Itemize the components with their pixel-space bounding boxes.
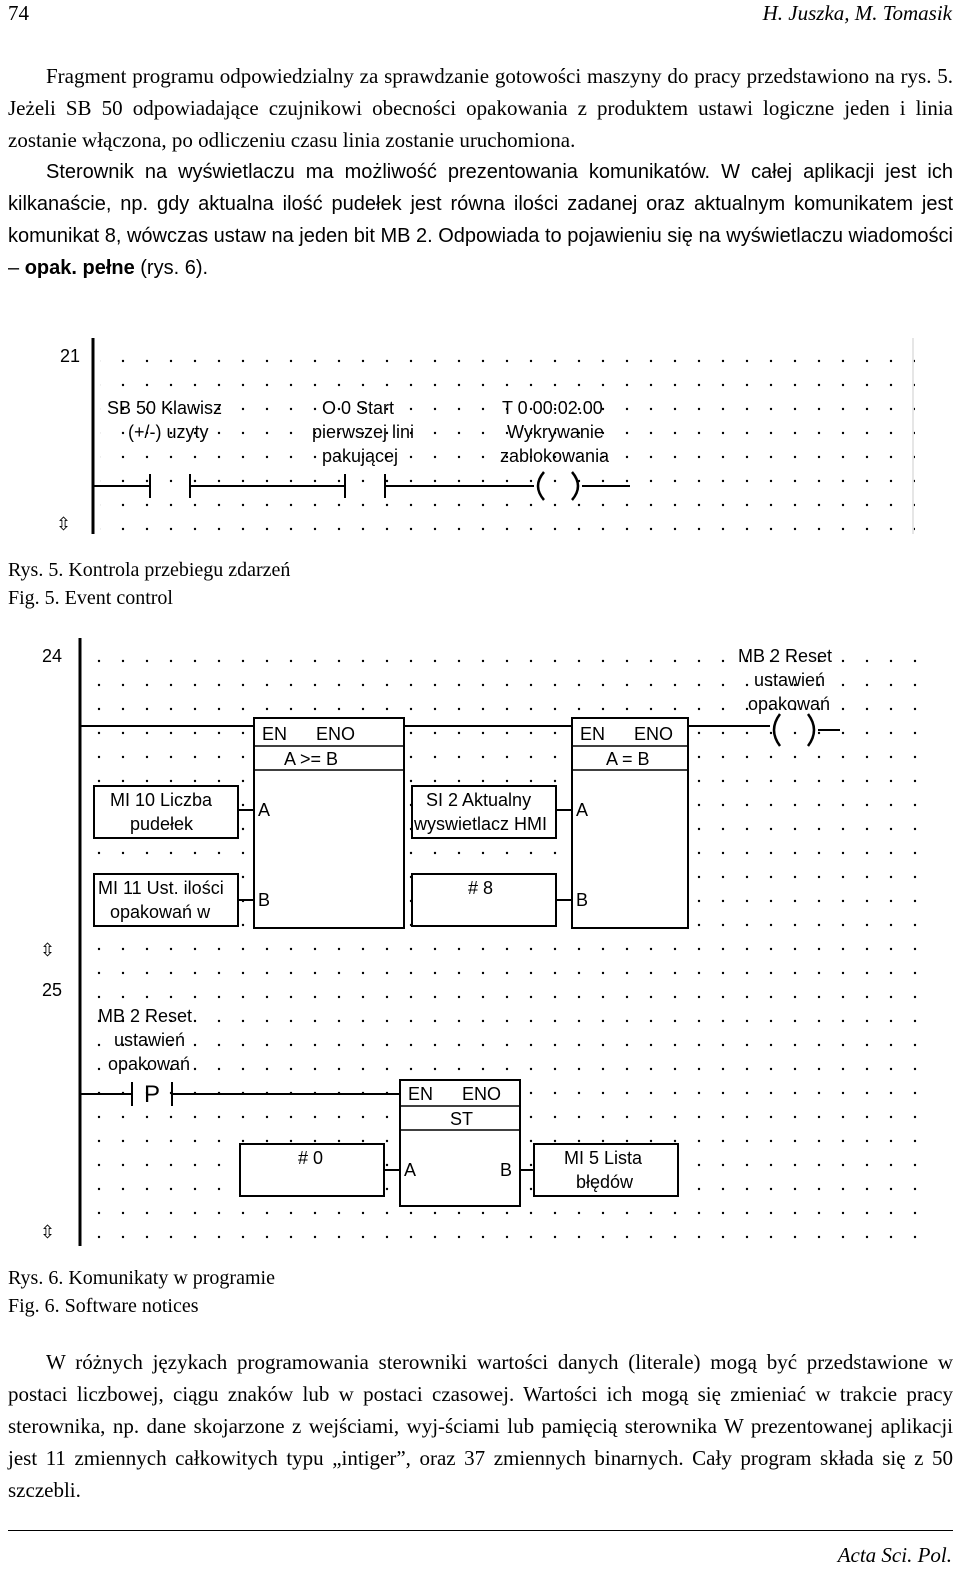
block1-eno: ENO xyxy=(316,724,355,744)
store-block xyxy=(399,1079,521,1207)
block3-eno: ENO xyxy=(462,1084,501,1104)
coil24-left xyxy=(772,713,782,747)
output-mi5-l1: MI 5 Lista xyxy=(564,1148,643,1168)
fig6-caption-pl: Rys. 6. Komunikaty w programie xyxy=(8,1267,275,1289)
input-si2-l1: SI 2 Aktualny xyxy=(426,790,531,810)
contact25-p: P xyxy=(144,1081,160,1108)
rung-24-number: 24 xyxy=(42,646,62,666)
journal-footer: Acta Sci. Pol. xyxy=(837,1543,952,1567)
contact2-label-1: O 0 Start xyxy=(322,398,394,418)
contact25-l2: ustawień xyxy=(114,1030,185,1050)
contact25-l3: opakowań xyxy=(108,1054,190,1074)
input-mi11-l1: MI 11 Ust. ilości xyxy=(98,878,224,898)
block1-b: B xyxy=(258,890,270,910)
block1-a: A xyxy=(258,800,270,820)
figure-6-ladder: 24 ⇳ 25 ⇳ EN ENO A >= B A B EN ENO A = B… xyxy=(40,638,926,1246)
paragraph-3: W różnych językach programowania sterown… xyxy=(8,1350,953,1502)
block3-b: B xyxy=(500,1160,512,1180)
running-header-authors: H. Juszka, M. Tomasik xyxy=(762,1,952,25)
input-mi11-l2: opakowań w xyxy=(110,902,211,922)
contact2-label-3: pakującej xyxy=(322,446,398,466)
block1-op: A >= B xyxy=(284,749,338,769)
coil24-l2: ustawień xyxy=(754,670,825,690)
input-const-0-text: # 0 xyxy=(298,1148,323,1168)
paragraph-2-bold: opak. pełne xyxy=(24,257,135,279)
footer-rule xyxy=(8,1530,953,1531)
input-mi10-l2: pudełek xyxy=(130,814,194,834)
block2-en: EN xyxy=(580,724,605,744)
block2-op: A = B xyxy=(606,749,650,769)
scroll-arrow-icon: ⇳ xyxy=(40,940,55,960)
output-mi5 xyxy=(533,1143,679,1197)
block3-a: A xyxy=(404,1160,416,1180)
block3-op: ST xyxy=(450,1109,473,1129)
input-const-0 xyxy=(239,1143,385,1197)
contact2-label-2: pierwszej lini xyxy=(312,422,414,442)
compare-block-1 xyxy=(253,717,405,929)
input-const-8-text: # 8 xyxy=(468,878,493,898)
compare-block-2 xyxy=(571,717,689,929)
coil-right xyxy=(571,471,580,501)
input-mi10 xyxy=(93,785,239,839)
block2-eno: ENO xyxy=(634,724,673,744)
page-number: 74 xyxy=(8,1,29,25)
figure-5-ladder: 21 ⇳ SB 50 Klawisz (+/-) uzyty O 0 Start… xyxy=(56,338,915,539)
output-mi5-l2: błędów xyxy=(576,1172,634,1192)
contact25-l1: MB 2 Reset xyxy=(98,1006,192,1026)
intro-text: Fragment programu odpowiedzialny za spra… xyxy=(8,60,953,284)
coil24-l3: opakowań xyxy=(748,694,830,714)
paragraph-1: Fragment programu odpowiedzialny za spra… xyxy=(8,64,953,152)
block2-b: B xyxy=(576,890,588,910)
block3-en: EN xyxy=(408,1084,433,1104)
block2-a: A xyxy=(576,800,588,820)
paragraph-2-tail: (rys. 6). xyxy=(134,257,209,279)
block1-en: EN xyxy=(262,724,287,744)
paragraph-2: Sterownik na wyświetlaczu ma możliwość p… xyxy=(8,156,953,284)
rung-25-number: 25 xyxy=(42,980,62,1000)
scroll-arrow-icon: ⇳ xyxy=(56,514,71,534)
contact1-label-1: SB 50 Klawisz xyxy=(107,398,222,418)
coil-label-1: T 0 00:02.00 xyxy=(502,398,603,418)
paragraph-2-text: Sterownik na wyświetlaczu ma możliwość p… xyxy=(8,161,953,279)
coil24-l1: MB 2 Reset xyxy=(738,646,832,666)
contact1-label-2: (+/-) uzyty xyxy=(128,422,209,442)
input-si2-l2: wyswietlacz HMI xyxy=(413,814,547,834)
fig6-caption-en: Fig. 6. Software notices xyxy=(8,1295,199,1317)
dot-grid xyxy=(100,344,915,539)
fig5-caption-en: Fig. 5. Event control xyxy=(8,587,173,609)
fig5-caption-pl: Rys. 5. Kontrola przebiegu zdarzeń xyxy=(8,559,291,581)
scroll-arrow-icon: ⇳ xyxy=(40,1222,55,1242)
input-si2 xyxy=(411,785,557,839)
input-mi10-l1: MI 10 Liczba xyxy=(110,790,213,810)
coil24-right xyxy=(806,713,816,747)
closing-text: W różnych językach programowania sterown… xyxy=(8,1346,953,1506)
rung-number: 21 xyxy=(60,346,80,366)
coil-label-3: zablokowania xyxy=(500,446,610,466)
coil-left xyxy=(536,471,545,501)
coil-label-2: Wykrywanie xyxy=(507,422,604,442)
